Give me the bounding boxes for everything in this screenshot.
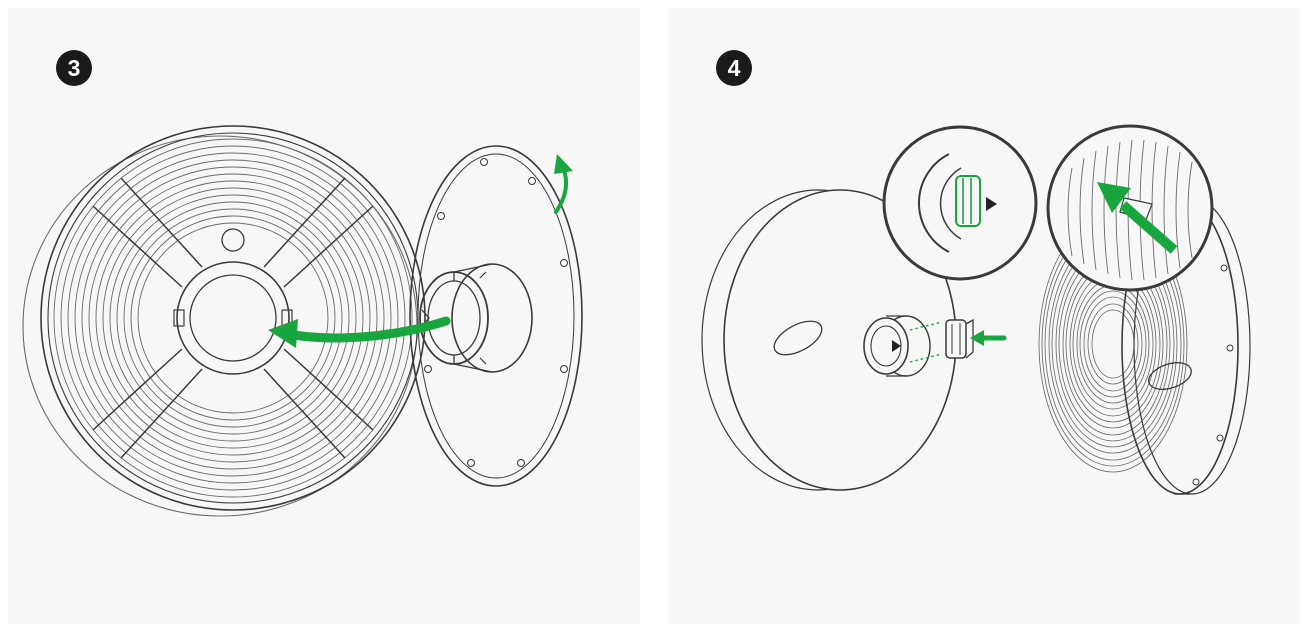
plate-screw-holes	[424, 158, 568, 467]
plate-oval-slot	[773, 320, 823, 356]
clip-highlight	[955, 175, 981, 227]
step-4-number: 4	[727, 54, 741, 81]
magnifier-inset-filament-end	[1046, 124, 1214, 292]
insert-arrow-icon	[970, 330, 1007, 346]
step-panel-3: 3	[8, 8, 640, 624]
filament-spool-open	[22, 125, 426, 517]
step-4-badge: 4	[716, 50, 752, 86]
flange-spokes	[92, 177, 374, 459]
spool-hub-socket	[173, 228, 293, 375]
spool-side-plate	[409, 145, 583, 487]
magnifier-inset-hub-clip	[882, 125, 1038, 281]
pull-arrow-icon	[1097, 182, 1178, 254]
step-panel-4: 4	[668, 8, 1300, 624]
rotate-arrow-icon	[554, 154, 573, 214]
plate-hub	[863, 315, 931, 377]
filament-windings	[53, 138, 413, 498]
plate-hub-cylinder	[419, 263, 533, 373]
flange-oval-slot	[1148, 362, 1192, 390]
step-3-illustration	[22, 125, 583, 517]
step-3-number: 3	[67, 54, 81, 81]
insert-arrow-icon	[268, 316, 451, 348]
step-4-illustration	[701, 124, 1251, 495]
side-plate-disc	[701, 189, 957, 491]
step-3-badge: 3	[56, 50, 92, 86]
hub-clip-part	[945, 318, 974, 359]
